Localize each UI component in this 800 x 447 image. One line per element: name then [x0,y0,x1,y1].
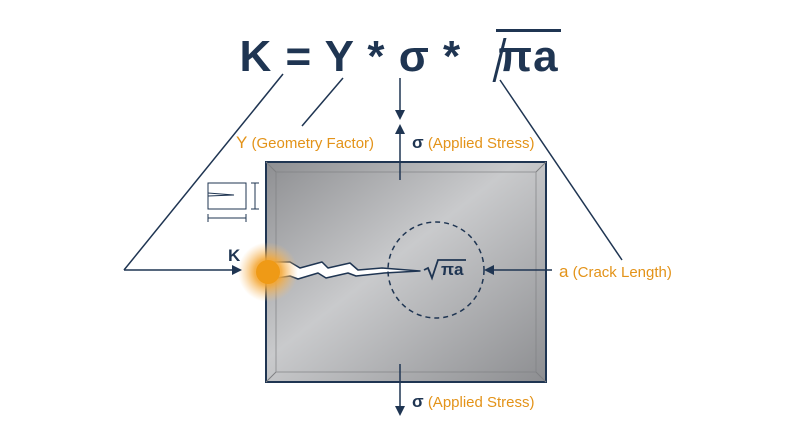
geometry-factor-label: Y (Geometry Factor) [236,133,374,153]
applied-stress-bottom-label: σ (Applied Stress) [412,392,535,412]
applied-stress-top-text: (Applied Stress) [427,135,535,152]
formula-radical: πa [474,29,561,82]
formula-text: K = Y * σ * [239,32,475,81]
applied-stress-bottom-text: (Applied Stress) [427,394,535,411]
crack-length-label: a (Crack Length) [559,262,672,282]
plate-sqrt-radicand: πa [441,260,464,279]
geometry-factor-symbol: Y [236,133,248,152]
stress-concentration-core [256,260,280,284]
geometry-factor-text: (Geometry Factor) [251,135,375,152]
k-leader-lines [123,73,284,275]
formula: K = Y * σ * πa [0,29,800,82]
k-label: K [228,246,240,266]
a-leader-line [499,79,623,261]
plate-sqrt-symbol [423,259,466,281]
applied-stress-bottom-symbol: σ [412,392,424,411]
specimen-icon [207,182,259,222]
applied-stress-top-symbol: σ [412,133,424,152]
crack-length-text: (Crack Length) [572,264,672,281]
formula-radicand: πa [496,29,561,81]
crack-length-symbol: a [559,262,569,281]
applied-stress-top-label: σ (Applied Stress) [412,133,535,153]
y-leader-line [301,77,344,127]
k-label-symbol: K [228,246,241,265]
